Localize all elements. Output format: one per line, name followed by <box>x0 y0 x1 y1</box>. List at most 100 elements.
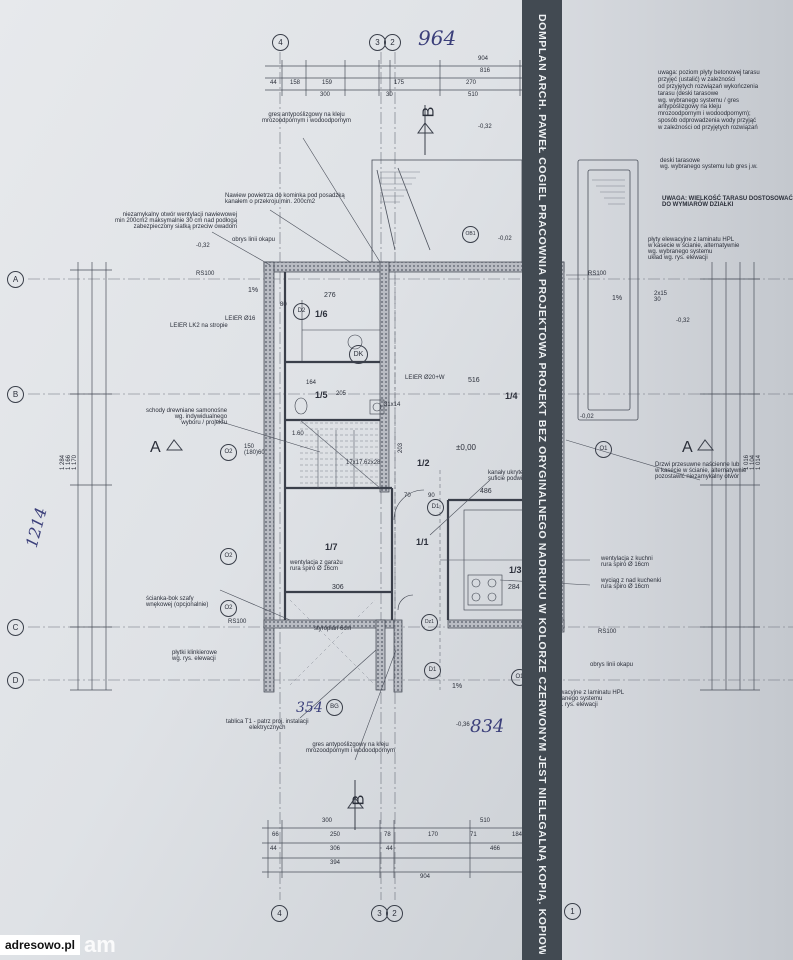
dim-904-bottom: 904 <box>420 874 431 880</box>
axis-bubble-a: A <box>7 271 24 288</box>
level-left: -0,32 <box>196 243 210 249</box>
note-schody: schody drewniane samonośne wg. indywidua… <box>146 408 228 426</box>
dim-184-bottom: 184 <box>512 832 523 838</box>
dim-205: 205 <box>336 391 347 397</box>
rs100-label-c: RS100 <box>228 619 247 625</box>
dim-904-top: 904 <box>478 56 489 62</box>
tag-o2-b: O2 <box>220 548 237 565</box>
note-wyciag: wyciąg z nad kuchenki rura spiro Ø 16cm <box>601 578 662 590</box>
site-watermark: adresowo.pl am <box>0 930 116 960</box>
dim-150-180: 150 (180)60 <box>244 444 265 456</box>
dim-70: 70 <box>404 493 411 499</box>
handwritten-number-top: 964 <box>418 26 457 50</box>
dim-158-top: 158 <box>290 80 301 86</box>
level-right-door: -0,02 <box>580 414 594 420</box>
note-plytki: płytki klinkierowe wg. rys. elewacji <box>172 650 218 662</box>
section-mark-a-left: A <box>150 439 161 456</box>
tag-o2-a: O2 <box>220 444 237 461</box>
dim-300-top: 300 <box>320 92 331 98</box>
slope-label-1: 1% <box>248 287 259 294</box>
dim-164: 164 <box>306 380 317 386</box>
dim-270-top: 270 <box>466 80 477 86</box>
note-plyty-elewacyjne: płyty elewacyjne z laminatu HPL w kaseci… <box>648 237 740 261</box>
site-watermark-ghost: am <box>84 932 116 957</box>
dim-203: 203 <box>398 442 405 454</box>
dim-250-bottom: 250 <box>330 832 341 838</box>
axis-bubble-d: D <box>7 672 24 689</box>
note-otwor: niezamykalny otwór wentylacji nawiewowej… <box>115 212 238 230</box>
dim-90: 90 <box>428 493 435 499</box>
note-leier16: LEIER Ø16 <box>225 316 256 322</box>
dim-816-top: 816 <box>480 68 491 74</box>
note-wentylacja-kuchni: wentylacja z kuchni rura spiro Ø 16cm <box>601 556 653 568</box>
dim-31x14: 31x14 <box>384 402 401 408</box>
note-linia-okapu: obrys linii okapu <box>590 662 634 668</box>
axis-bubble-b: B <box>7 386 24 403</box>
dim-300-bottom: 300 <box>322 818 333 824</box>
axis-bubble-4-bottom: 4 <box>271 905 288 922</box>
note-tablica: tablica T1 - patrz proj. instalacji elek… <box>226 719 309 731</box>
note-scianka: ścianka-bok szafy wnękowej (opcjonalnie) <box>146 596 209 608</box>
dim-30-top: 30 <box>386 92 393 98</box>
dim-284: 284 <box>508 584 520 591</box>
tag-d1-b: D1 <box>424 662 441 679</box>
level-terrace-top: -0,02 <box>498 236 512 242</box>
note-drzwi: Drzwi przesuwne naścienne lub w kasecie … <box>655 462 747 480</box>
axis-bubble-c: C <box>7 619 24 636</box>
room-label-1-6: 1/6 <box>315 309 328 319</box>
dim-170-bottom: 170 <box>428 832 439 838</box>
level-terrace-upper: -0,32 <box>478 124 492 130</box>
dim-78-bottom: 78 <box>384 832 391 838</box>
binding-strip <box>522 0 562 960</box>
dim-486: 486 <box>480 488 492 495</box>
note-leier-lk2: LEIER LK2 na stropie <box>170 323 228 329</box>
dim-175-top: 175 <box>394 80 405 86</box>
note-uwaga-wielkosc: UWAGA: WIELKOŚĆ TARASU DOSTOSOWAĆ DO WYM… <box>662 196 793 208</box>
vertical-dims-right: 1 016 1 104 1 014 <box>744 454 762 470</box>
tag-o1-a: O1 <box>595 441 612 458</box>
note-obrys: obrys linii okapu <box>232 237 276 243</box>
room-label-1-1: 1/1 <box>416 537 429 547</box>
dim-71-bottom: 71 <box>470 832 477 838</box>
tag-d1-a: D1 <box>427 499 444 516</box>
room-label-1-3: 1/3 <box>509 565 522 575</box>
tag-d2: D2 <box>293 303 310 320</box>
dim-510-bottom: 510 <box>480 818 491 824</box>
rs100-label-d: RS100 <box>598 629 617 635</box>
dim-394-bottom: 394 <box>330 860 341 866</box>
dim-466-bottom: 466 <box>490 846 501 852</box>
binding-strip-text: DOMPLAN ARCH. PAWEŁ COGIEL PRACOWNIA PRO… <box>536 14 548 954</box>
note-leier-w: LEIER Ø20+W <box>405 375 445 381</box>
dim-510-top: 510 <box>468 92 479 98</box>
note-wentylacja-garaz: wentylacja z garażu rura spiro Ø 16cm <box>290 560 343 572</box>
room-label-1-5: 1/5 <box>315 390 328 400</box>
site-watermark-logo: adresowo.pl <box>0 935 81 955</box>
dim-516: 516 <box>468 377 480 384</box>
level-bottom: -0,36 <box>456 722 470 728</box>
tag-ob1: OB1 <box>462 226 479 243</box>
section-mark-b-bottom: B <box>350 794 368 806</box>
level-right-terrace: -0,32 <box>676 318 690 324</box>
axis-bubble-2-top: 2 <box>384 34 401 51</box>
slope-label-2: 1% <box>612 295 623 302</box>
note-styropian: styropian 6cm <box>314 626 352 632</box>
note-gres-top: gres antypoślizgowy na kleju mrozoodporn… <box>262 112 352 124</box>
dim-276: 276 <box>324 292 336 299</box>
level-0-00: ±0,00 <box>456 443 476 452</box>
dim-2x15: 2x15 30 <box>654 291 668 303</box>
note-nawiew: Nawiew powietrza do kominka pod posadzką… <box>225 193 345 205</box>
dim-80: 80 <box>280 302 287 308</box>
vertical-dims-left: 1 284 1 166 1 170 <box>60 454 78 470</box>
note-deski: deski tarasowe wg. wybranego systemu lub… <box>660 158 758 170</box>
rs100-label-a: RS100 <box>196 271 215 277</box>
stairs-dims: 17x17.62x28 <box>346 460 381 466</box>
room-label-1-7: 1/7 <box>325 542 338 552</box>
axis-bubble-2-bottom: 2 <box>386 905 403 922</box>
dim-66-bottom: 66 <box>272 832 279 838</box>
tag-dk: DK <box>349 345 368 364</box>
tag-o2-c: O2 <box>220 600 237 617</box>
dim-306-bottom: 306 <box>330 846 341 852</box>
dim-1-60: 1.60 <box>292 431 304 437</box>
